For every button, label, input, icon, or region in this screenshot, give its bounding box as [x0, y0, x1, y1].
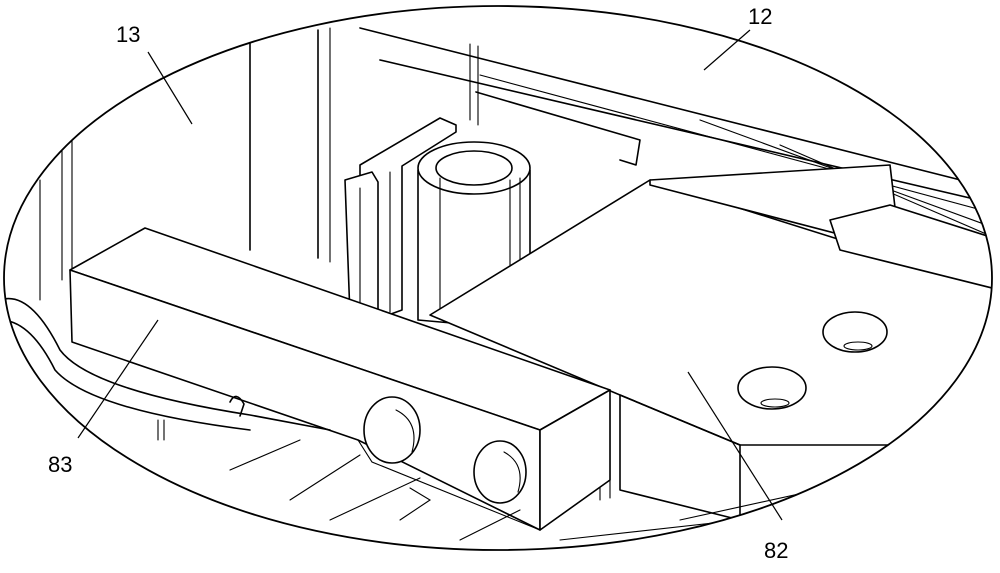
label-13: 13	[116, 22, 140, 47]
leader-13	[148, 52, 192, 124]
label-83: 83	[48, 452, 72, 477]
detail-contents	[0, 28, 1000, 540]
label-82: 82	[764, 538, 788, 563]
label-12: 12	[748, 4, 772, 29]
leader-12	[704, 30, 750, 70]
